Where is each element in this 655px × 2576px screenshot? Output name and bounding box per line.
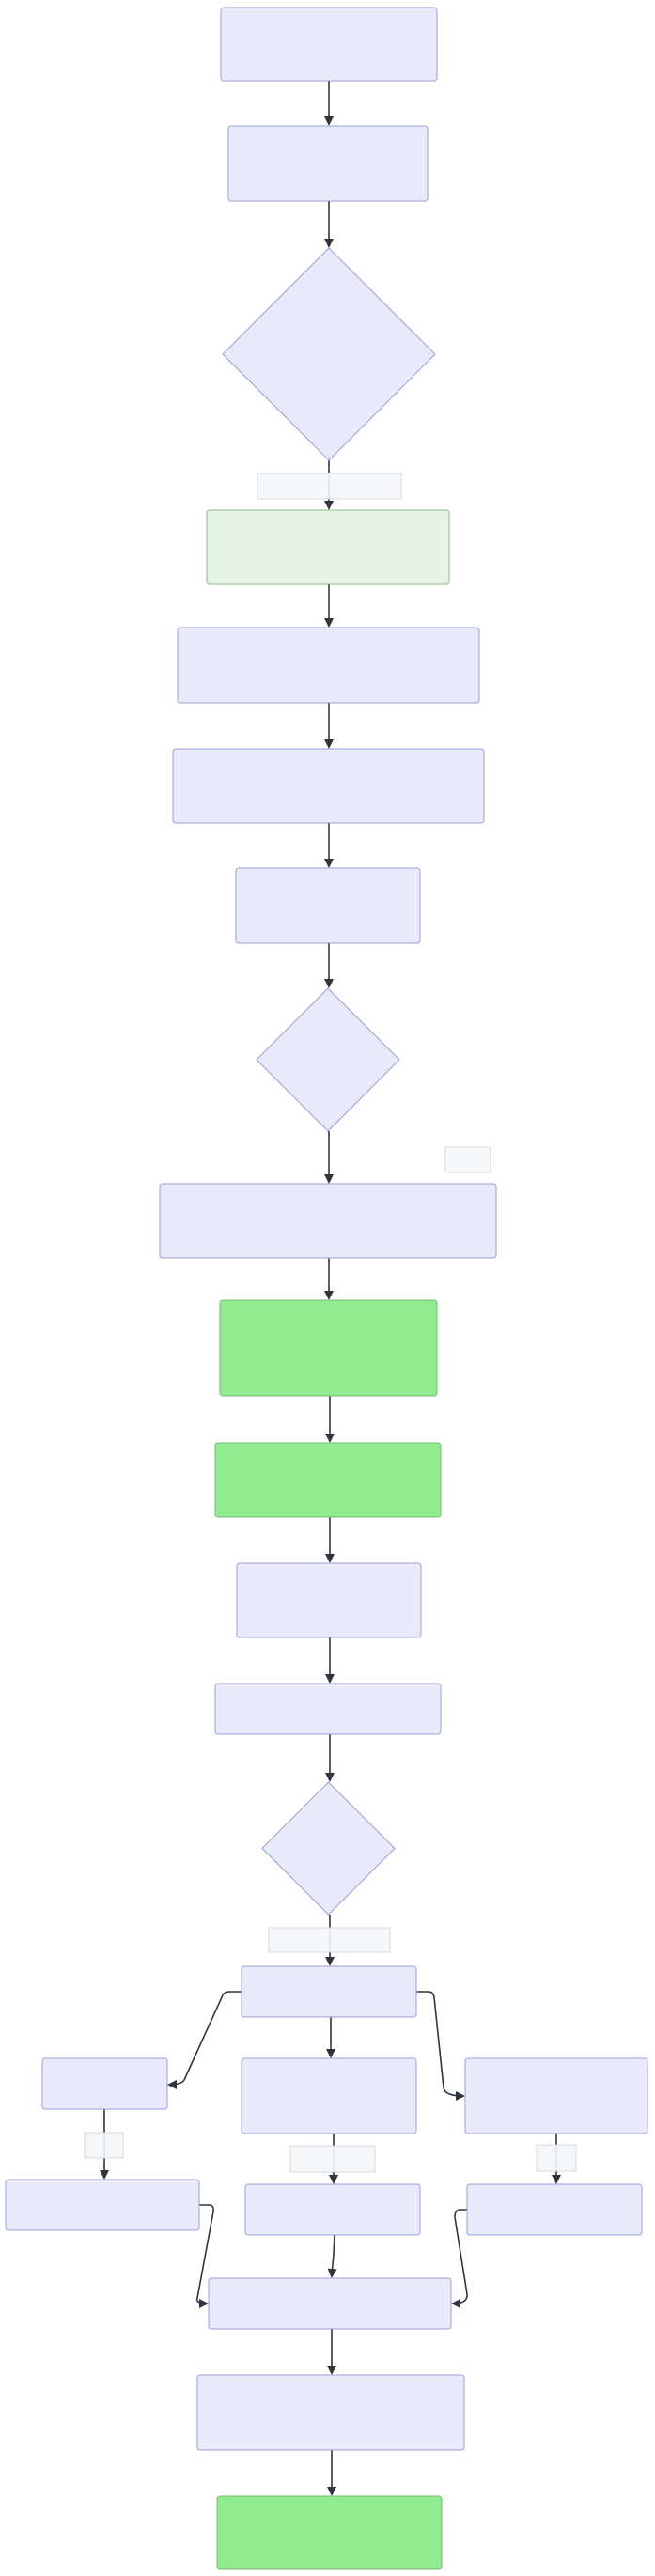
- process-node: [466, 2183, 643, 2236]
- process-box-shape: [177, 627, 480, 704]
- process-node: [236, 1562, 422, 1638]
- process-node: [208, 2277, 452, 2330]
- decision-node: [222, 247, 436, 461]
- process-node: [5, 2179, 200, 2231]
- decision-node: [256, 987, 400, 1132]
- edge-n19-to-n22: [195, 2204, 214, 2308]
- process-box-shape: [196, 2374, 465, 2451]
- process-box-shape: [172, 748, 485, 824]
- process-box-shape: [5, 2179, 200, 2231]
- process-node: [227, 125, 429, 202]
- process-node: [241, 2057, 417, 2134]
- edge-label-box: [84, 2132, 124, 2159]
- process-box-shape: [236, 1562, 422, 1638]
- process-node: [196, 2374, 465, 2451]
- process-node: [177, 627, 480, 704]
- process-box-shape: [466, 2183, 643, 2236]
- edge-label-box: [268, 1927, 391, 1953]
- process-node: [216, 2495, 443, 2570]
- process-node: [219, 1299, 438, 1397]
- edge-labels-layer: [84, 473, 577, 2173]
- process-box-shape: [219, 1299, 438, 1397]
- edge-label-box: [257, 473, 402, 500]
- process-box-shape: [159, 1183, 497, 1259]
- decision-diamond-shape: [261, 1781, 396, 1916]
- process-box-shape: [227, 125, 429, 202]
- process-box-shape: [241, 1965, 417, 2018]
- decision-diamond-shape: [222, 247, 436, 461]
- edge-n20-to-n22: [327, 2234, 337, 2278]
- process-node: [214, 1442, 442, 1518]
- edge-n15-to-n18: [416, 1991, 465, 2101]
- process-node: [41, 2057, 168, 2110]
- process-box-shape: [214, 1442, 442, 1518]
- process-node: [220, 7, 438, 82]
- process-box-shape: [214, 1683, 442, 1735]
- process-node: [464, 2057, 648, 2134]
- decision-node: [261, 1781, 396, 1916]
- nodes-layer: [5, 7, 648, 2570]
- process-node: [235, 867, 421, 944]
- process-box-shape: [216, 2495, 443, 2570]
- process-box-shape: [41, 2057, 168, 2110]
- edge-label-box: [536, 2144, 577, 2172]
- edge-n21-to-n22: [451, 2209, 468, 2308]
- process-box-shape: [220, 7, 438, 82]
- process-node: [159, 1183, 497, 1259]
- process-node: [172, 748, 485, 824]
- edge-n15-to-n16: [167, 1991, 242, 2089]
- edge-label-box: [444, 1146, 491, 1173]
- decision-diamond-shape: [256, 987, 400, 1132]
- process-node: [241, 1965, 417, 2018]
- process-node: [244, 2183, 421, 2236]
- edge-label-box: [289, 2145, 376, 2173]
- process-box-shape: [464, 2057, 648, 2134]
- process-box-shape: [208, 2277, 452, 2330]
- process-box-shape: [235, 867, 421, 944]
- process-box-shape: [206, 509, 450, 585]
- process-box-shape: [244, 2183, 421, 2236]
- process-node: [214, 1683, 442, 1735]
- process-node: [206, 509, 450, 585]
- process-box-shape: [241, 2057, 417, 2134]
